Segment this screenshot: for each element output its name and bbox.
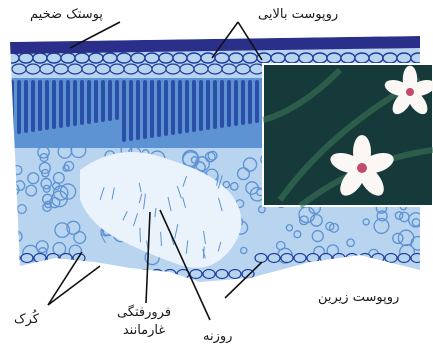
label-upper-epidermis: روپوست بالایی: [258, 8, 338, 21]
label-thick-cuticle: پوستک ضخیم: [30, 8, 103, 21]
label-sunken-crypt: فرورفتگی غارمانند: [108, 304, 180, 339]
label-trichome: کُرک: [14, 313, 39, 326]
leader-trichome-b: [48, 252, 82, 305]
label-stoma: روزنه: [203, 330, 232, 343]
leader-trichome-a: [48, 266, 100, 305]
oleander-flower-photo: [263, 64, 433, 206]
label-lower-epidermis: روپوست زیرین: [318, 291, 399, 304]
